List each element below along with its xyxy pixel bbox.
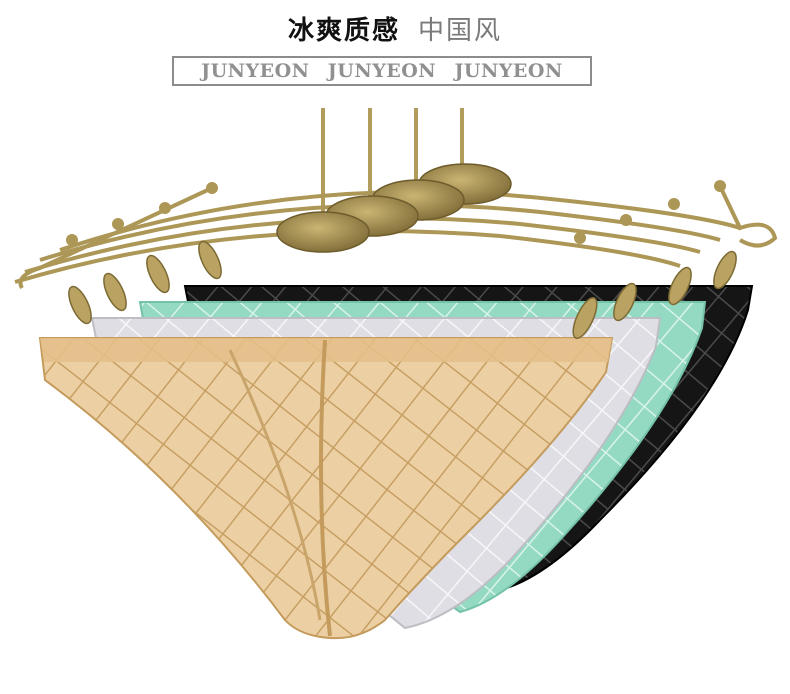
brand-label: JUNYEON (327, 60, 437, 82)
panty-nude (38, 337, 614, 640)
brand-label: JUNYEON (201, 60, 310, 82)
center-seam (319, 339, 332, 637)
brand-box: JUNYEON JUNYEON JUNYEON (172, 56, 592, 86)
hanger-plates (276, 163, 512, 253)
title-bold: 冰爽质感 (287, 16, 400, 46)
product-photo (0, 100, 790, 690)
page-title: 冰爽质感中国风 (0, 10, 790, 47)
hanger-clips (68, 240, 737, 339)
brand-label: JUNYEON (454, 60, 563, 82)
product-illustration (14, 108, 778, 640)
title-light: 中国风 (418, 16, 503, 46)
header: 冰爽质感中国风 JUNYEON JUNYEON JUNYEON (0, 0, 790, 100)
